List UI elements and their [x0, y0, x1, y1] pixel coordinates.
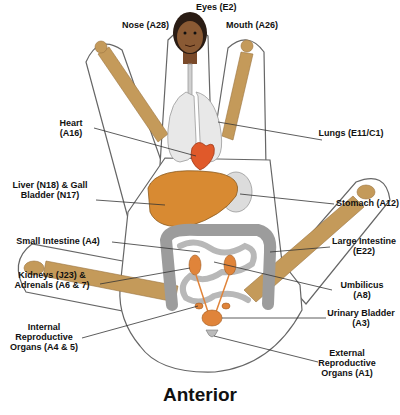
organ-label: Liver (N18) & Gall Bladder (N17) [2, 180, 98, 200]
leader-line [100, 268, 190, 284]
leader-line [270, 247, 330, 252]
leader-line [94, 128, 196, 156]
external-organs [206, 330, 218, 337]
head [173, 12, 207, 64]
right-foot [357, 185, 375, 199]
leader-line [240, 194, 334, 204]
large-intestine [166, 230, 270, 305]
urinary-bladder [202, 310, 222, 326]
organ-label: Stomach (A12) [336, 198, 400, 208]
ureter [196, 275, 229, 312]
hair [173, 12, 207, 54]
ovary [222, 303, 230, 309]
organ-label: Eyes (E2) [196, 2, 256, 12]
leader-line [218, 122, 322, 140]
face [177, 21, 203, 53]
organ-label: Nose (A28) [122, 20, 180, 30]
organ-label: Heart (A16) [48, 118, 94, 138]
organ-label: Small Intestine (A4) [2, 236, 114, 246]
palm [120, 158, 302, 372]
right-arm [222, 52, 253, 140]
hand-outline [18, 28, 390, 372]
eye [194, 32, 197, 35]
organ-label: Large Intestine (E22) [330, 236, 398, 256]
organ-label: Lungs (E11/C1) [318, 128, 384, 138]
leader-line [222, 318, 326, 319]
kidney [189, 255, 201, 275]
ovary [195, 303, 203, 309]
reproductive-organs [195, 303, 230, 337]
eye [184, 32, 187, 35]
heart [191, 142, 214, 170]
leader-line [214, 262, 332, 290]
leader-line [82, 306, 198, 338]
organ-label: Internal Reproductive Organs (A4 & 5) [4, 322, 84, 352]
right-hand [241, 40, 253, 52]
leader-lines [82, 122, 334, 362]
kidneys [189, 255, 236, 312]
mouth [185, 45, 195, 47]
organ-label: Urinary Bladder (A3) [326, 308, 396, 328]
trachea [188, 64, 192, 95]
organ-label: Umbilicus (A8) [332, 280, 392, 300]
left-hand [95, 41, 107, 53]
organ-label: Mouth (A26) [226, 20, 290, 30]
leader-line [214, 336, 318, 362]
body-limbs [24, 40, 375, 302]
organ-label: External Reproductive Organs (A1) [306, 348, 388, 378]
left-arm [98, 47, 168, 142]
leader-line [96, 200, 165, 205]
liver [148, 171, 238, 227]
organ-label: Kidneys (J23) & Adrenals (A6 & 7) [2, 270, 102, 290]
diagram-title: Anterior [0, 384, 400, 406]
leader-line [112, 242, 200, 252]
